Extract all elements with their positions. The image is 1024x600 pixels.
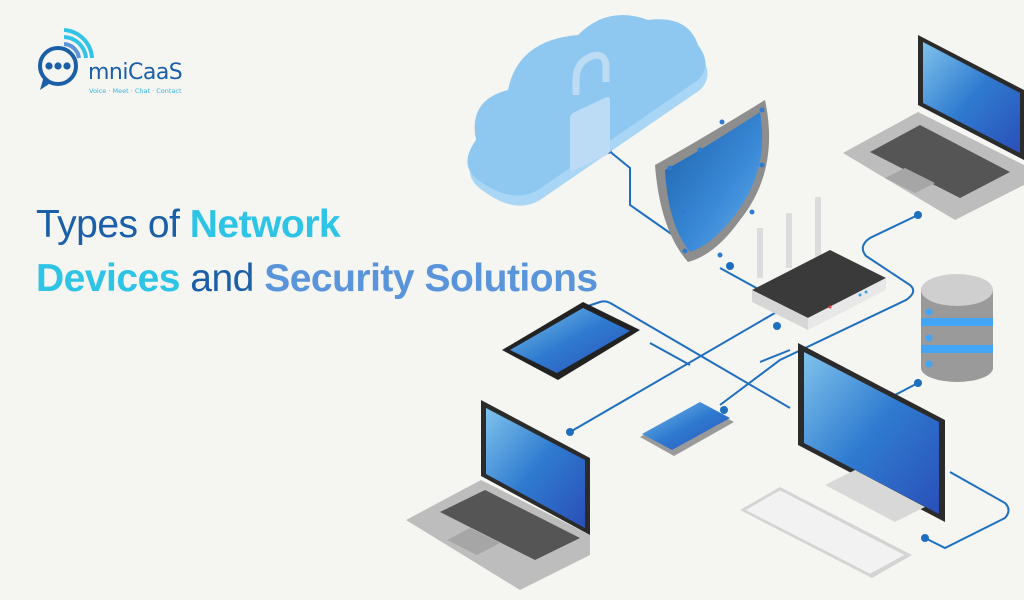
title-devices: Devices	[36, 257, 180, 300]
page-title: Types of Network Devices and Security So…	[36, 198, 598, 306]
desktop-monitor-icon	[798, 343, 945, 522]
title-network: Network	[189, 203, 341, 246]
keyboard-icon	[740, 487, 912, 578]
title-line-1: Types of Network	[36, 198, 598, 252]
chat-bubble-wifi-icon	[38, 28, 94, 90]
database-server-icon	[921, 274, 993, 382]
title-security-solutions: Security Solutions	[264, 257, 598, 300]
security-shield-icon	[655, 100, 770, 262]
brand-name: mniCaaS	[88, 60, 183, 85]
network-cables	[569, 149, 1010, 550]
title-and: and	[179, 257, 265, 300]
laptop-icon	[406, 400, 590, 590]
omnicaas-logo[interactable]: mniCaaS Voice · Meet · Chat · Contact	[36, 28, 183, 103]
laptop-icon	[843, 35, 1024, 220]
title-line-2: Devices and Security Solutions	[36, 252, 598, 306]
wifi-router-icon	[752, 197, 886, 330]
title-types-of: Types of	[36, 203, 190, 246]
brand-tagline: Voice · Meet · Chat · Contact	[89, 87, 182, 95]
cloud-lock-icon	[467, 15, 708, 206]
tablet-icon	[502, 302, 640, 380]
smartphone-icon	[640, 402, 734, 456]
